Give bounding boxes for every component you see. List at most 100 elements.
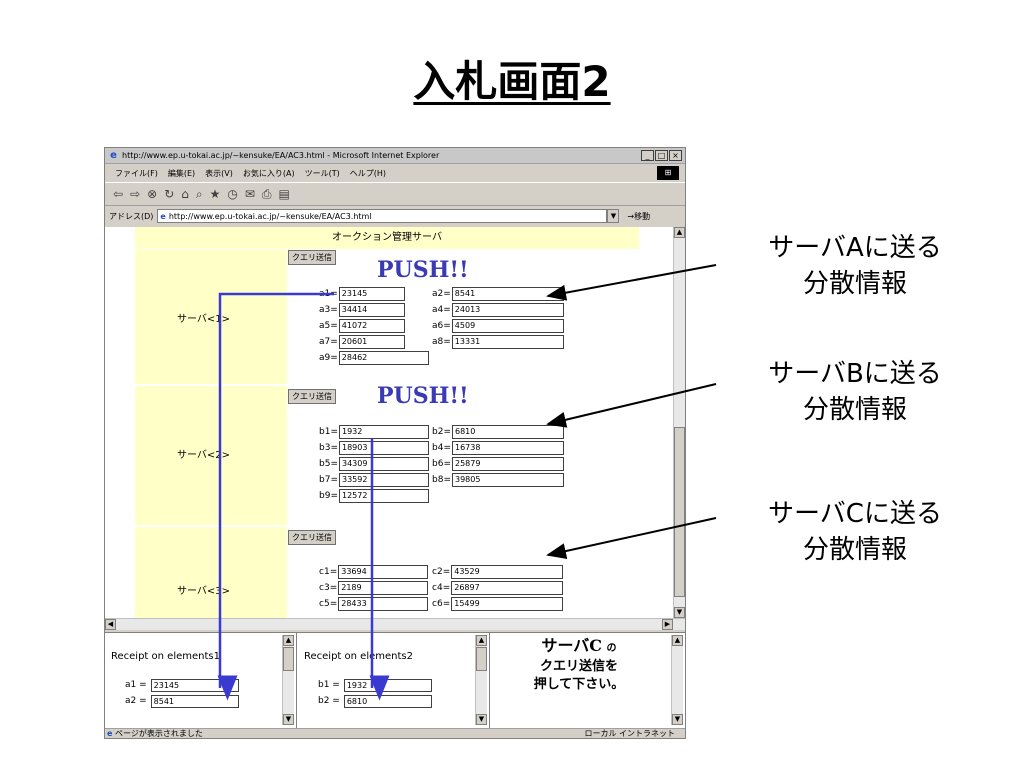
server3-label-cell: サーバ<3> xyxy=(135,527,287,618)
a8-field[interactable]: 13331 xyxy=(451,335,564,349)
panel1-scrollbar[interactable]: ▲ ▼ xyxy=(282,635,294,725)
b3-field[interactable]: 18903 xyxy=(339,441,429,455)
menu-file[interactable]: ファイル(F) xyxy=(115,168,158,178)
menu-view[interactable]: 表示(V) xyxy=(205,168,233,178)
page-icon: e xyxy=(107,729,113,738)
a9-field[interactable]: 28462 xyxy=(338,351,429,365)
slide-title: 入札画面2 xyxy=(413,57,611,106)
b6-field[interactable]: 25879 xyxy=(452,457,564,471)
scroll-down-icon[interactable]: ▼ xyxy=(283,714,294,725)
minimize-button[interactable]: _ xyxy=(641,150,654,161)
b5-field[interactable]: 34309 xyxy=(339,457,429,471)
search-icon[interactable]: ⌕ xyxy=(195,186,203,201)
mail-icon[interactable]: ✉ xyxy=(244,187,255,201)
menu-favorites[interactable]: お気に入り(A) xyxy=(242,168,295,178)
receipt-a2-field[interactable]: 8541 xyxy=(150,694,239,708)
scroll-up-icon[interactable]: ▲ xyxy=(476,635,487,646)
page-vertical-scrollbar[interactable]: ▲ ▼ xyxy=(673,227,685,618)
c1-field[interactable]: 33694 xyxy=(338,565,429,579)
scroll-up-icon[interactable]: ▲ xyxy=(283,635,294,646)
annotation-server-a: サーバAに送る分散情報 xyxy=(768,233,942,299)
scroll-thumb[interactable] xyxy=(283,647,294,671)
scroll-thumb[interactable] xyxy=(674,427,685,597)
scroll-down-icon[interactable]: ▼ xyxy=(476,714,487,725)
scroll-up-icon[interactable]: ▲ xyxy=(674,227,685,238)
scroll-thumb[interactable] xyxy=(476,647,487,671)
close-button[interactable]: × xyxy=(669,150,682,161)
b2-field[interactable]: 6810 xyxy=(452,425,564,439)
a2-field[interactable]: 8541 xyxy=(451,287,564,301)
a1-field[interactable]: 23145 xyxy=(338,287,405,301)
edit-icon[interactable]: ▤ xyxy=(278,187,290,201)
menu-edit[interactable]: 編集(E) xyxy=(167,168,196,178)
bottom-frames: Receipt on elements1 a1 =23145 a2 =8541 … xyxy=(105,632,685,729)
b9-field[interactable]: 12572 xyxy=(339,489,429,503)
receipt-title-2: Receipt on elements2 xyxy=(304,651,413,662)
history-icon[interactable]: ◷ xyxy=(227,187,238,201)
b7-field[interactable]: 33592 xyxy=(339,473,429,487)
scroll-down-icon[interactable]: ▼ xyxy=(674,607,685,618)
b4-field[interactable]: 16738 xyxy=(452,441,564,455)
c6-field[interactable]: 15499 xyxy=(451,597,564,611)
b8-field[interactable]: 39805 xyxy=(452,473,564,487)
receipt-b2-field[interactable]: 6810 xyxy=(343,694,432,708)
scroll-up-icon[interactable]: ▲ xyxy=(672,635,683,646)
a6-field[interactable]: 4509 xyxy=(451,319,564,333)
back-icon[interactable]: ⇦ xyxy=(113,187,124,201)
browser-window: e http://www.ep.u-tokai.ac.jp/~kensuke/E… xyxy=(104,147,686,739)
receipt-title-1: Receipt on elements1 xyxy=(111,651,220,662)
c4-field[interactable]: 26897 xyxy=(451,581,564,595)
a5-field[interactable]: 41072 xyxy=(338,319,405,333)
server2-label-cell: サーバ<2> xyxy=(135,386,287,525)
instruction-panel: サーバC の クエリ送信を 押して下さい。 ▲ ▼ xyxy=(491,633,685,729)
home-icon[interactable]: ⌂ xyxy=(181,187,189,201)
b1-field[interactable]: 1932 xyxy=(339,425,429,439)
a3-field[interactable]: 34414 xyxy=(338,303,405,317)
menu-help[interactable]: ヘルプ(H) xyxy=(349,168,386,178)
maximize-button[interactable]: □ xyxy=(655,150,668,161)
stop-icon[interactable]: ⊗ xyxy=(147,187,158,201)
address-label: アドレス(D) xyxy=(109,211,154,221)
annotation-server-b: サーバBに送る分散情報 xyxy=(768,359,942,425)
go-button[interactable]: →移動 xyxy=(627,211,651,221)
receipt-a1-field[interactable]: 23145 xyxy=(150,678,239,692)
forward-icon[interactable]: ⇨ xyxy=(130,187,141,201)
address-dropdown-button[interactable]: ▼ xyxy=(607,209,620,223)
address-input[interactable]: e http://www.ep.u-tokai.ac.jp/~kensuke/E… xyxy=(157,209,608,223)
server2-label: サーバ<2> xyxy=(177,450,231,461)
panel3-scrollbar[interactable]: ▲ ▼ xyxy=(671,635,683,725)
scroll-down-icon[interactable]: ▼ xyxy=(672,714,683,725)
server1-push-label: PUSH!! xyxy=(377,257,469,283)
scroll-left-icon[interactable]: ◀ xyxy=(105,619,116,630)
instruction-text: サーバC の クエリ送信を 押して下さい。 xyxy=(533,636,625,693)
a7-field[interactable]: 20601 xyxy=(338,335,405,349)
refresh-icon[interactable]: ↻ xyxy=(164,187,175,201)
receipt-b1-field[interactable]: 1932 xyxy=(343,678,432,692)
server1-label-cell: サーバ<1> xyxy=(135,250,287,384)
print-icon[interactable]: ⎙ xyxy=(261,186,272,201)
server1-query-button[interactable]: クエリ送信 xyxy=(288,250,336,265)
window-title: http://www.ep.u-tokai.ac.jp/~kensuke/EA/… xyxy=(122,151,440,160)
server2-query-button[interactable]: クエリ送信 xyxy=(288,389,336,404)
receipt-panel-1: Receipt on elements1 a1 =23145 a2 =8541 … xyxy=(105,633,297,729)
status-text: ページが表示されました xyxy=(114,729,203,738)
receipt-panel-2: Receipt on elements2 b1 =1932 b2 =6810 ▲… xyxy=(298,633,490,729)
c3-field[interactable]: 2189 xyxy=(338,581,429,595)
favorites-icon[interactable]: ★ xyxy=(209,187,221,201)
status-bar: e ページが表示されました ローカル イントラネット xyxy=(105,728,685,738)
server3-query-button[interactable]: クエリ送信 xyxy=(288,530,336,545)
menu-tools[interactable]: ツール(T) xyxy=(304,168,340,178)
address-bar: アドレス(D) e http://www.ep.u-tokai.ac.jp/~k… xyxy=(105,207,685,225)
page-content: オークション管理サーバ サーバ<1> クエリ送信 PUSH!! a1=23145… xyxy=(105,227,673,618)
a4-field[interactable]: 24013 xyxy=(451,303,564,317)
c2-field[interactable]: 43529 xyxy=(451,565,564,579)
page-horizontal-scrollbar[interactable]: ◀ ▶ xyxy=(105,618,685,630)
windows-logo-icon: ⊞ xyxy=(657,166,679,180)
scroll-right-icon[interactable]: ▶ xyxy=(662,619,673,630)
list-item: a2 =8541 xyxy=(125,693,239,709)
panel2-scrollbar[interactable]: ▲ ▼ xyxy=(475,635,487,725)
ie-logo-icon: e xyxy=(110,150,117,161)
c5-field[interactable]: 28433 xyxy=(338,597,429,611)
list-item: a1 =23145 xyxy=(125,677,239,693)
page-icon: e xyxy=(160,211,166,221)
